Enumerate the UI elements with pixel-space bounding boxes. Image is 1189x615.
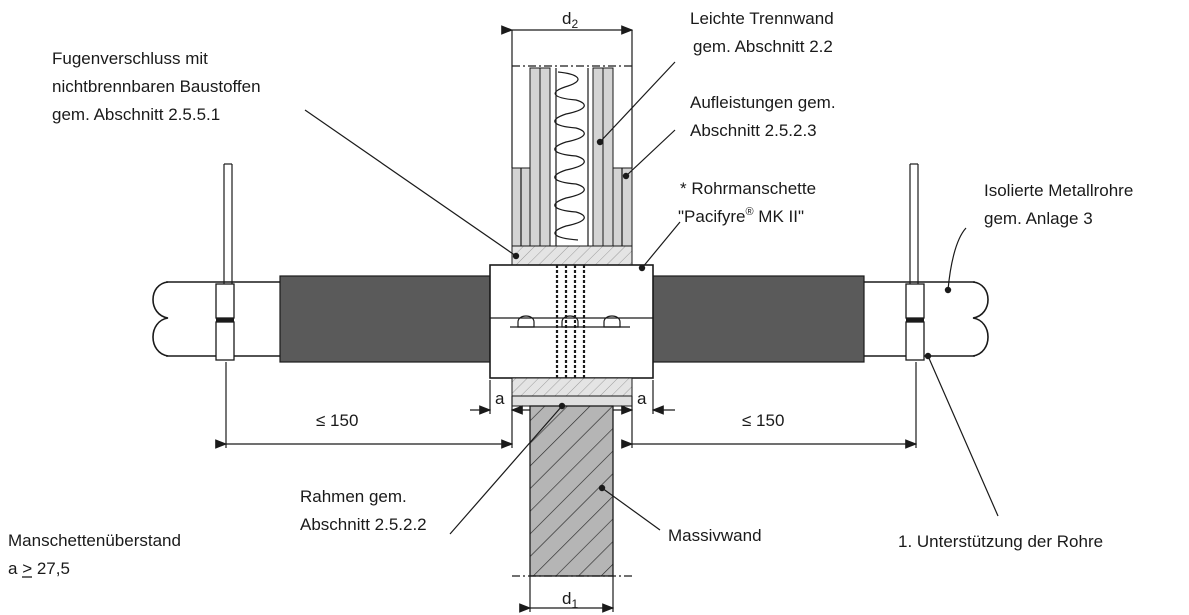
insulation-zigzag: [554, 71, 585, 241]
label-unterstuetzung: 1. Unterstützung der Rohre: [898, 532, 1103, 551]
dim-d2-label: d2: [562, 9, 578, 31]
dim-a-right: a: [637, 389, 647, 408]
label-leichte-trennwand: Leichte Trennwand gem. Abschnitt 2.2: [690, 9, 838, 56]
label-isolierte-rohre: Isolierte Metallrohre gem. Anlage 3: [984, 181, 1138, 228]
dimension-150-right: ≤ 150: [621, 362, 918, 449]
pipe-end-right: [972, 281, 989, 357]
label-rohrmanschette: * Rohrmanschette "Pacifyre® MK II": [678, 179, 821, 226]
lightweight-partition-wall: [511, 30, 633, 266]
dim-a-left: a: [495, 389, 505, 408]
label-a-min: a > 27,5: [8, 559, 70, 578]
label-fugenverschluss: Fugenverschluss mit nichtbrennbaren Baus…: [52, 49, 265, 124]
dimension-d1: d1: [519, 576, 615, 613]
pipe-collar: [489, 264, 654, 379]
solid-wall: [511, 377, 633, 577]
pipe-support-left: [215, 163, 235, 361]
dimension-a-overhang: a a: [470, 380, 675, 415]
dim-150-left-label: ≤ 150: [316, 411, 358, 430]
label-manschettenueberstand: Manschettenüberstand: [8, 531, 181, 550]
dim-150-right-label: ≤ 150: [742, 411, 784, 430]
leader-lines: [304, 61, 999, 535]
dimension-150-left: ≤ 150: [215, 362, 514, 449]
pipe-insulation-right: [652, 275, 865, 363]
label-aufleistungen: Aufleistungen gem. Abschnitt 2.5.2.3: [690, 93, 840, 140]
pipe-insulation-left: [279, 275, 491, 363]
pipe-end-left: [152, 281, 169, 357]
label-rahmen: Rahmen gem. Abschnitt 2.5.2.2: [300, 487, 427, 534]
pipe-support-right: [905, 163, 925, 361]
label-massivwand: Massivwand: [668, 526, 762, 545]
dim-d1-label: d1: [562, 589, 578, 611]
dimension-d2: d2: [501, 9, 634, 35]
